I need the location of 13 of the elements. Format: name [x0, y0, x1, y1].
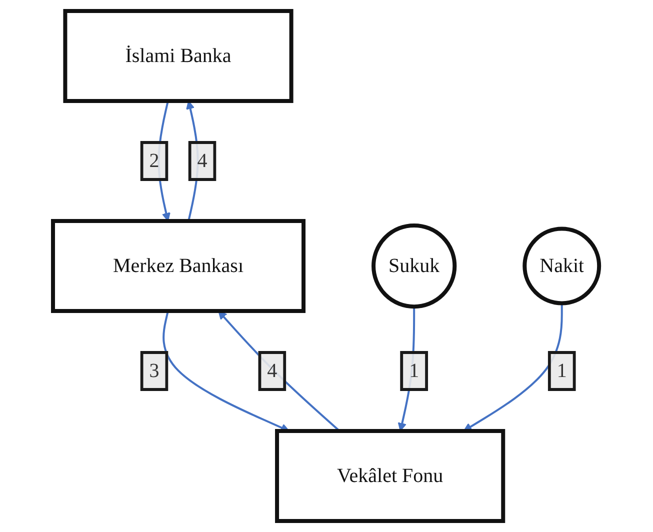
edge-label: 1 — [410, 360, 420, 382]
node-circle: Nakit — [523, 226, 602, 306]
edge-label: 4 — [198, 150, 208, 172]
edge-label: 1 — [557, 360, 568, 382]
node-box: Merkez Bankası — [51, 219, 306, 313]
node-box: Vekâlet Fonu — [275, 429, 506, 523]
edge-label: 3 — [150, 360, 160, 382]
node-circle: Sukuk — [372, 223, 458, 309]
edge-label: 2 — [150, 150, 160, 172]
node-box: İslami Banka — [64, 9, 294, 103]
arrow — [464, 303, 564, 432]
arrow — [163, 310, 290, 432]
edge-label: 4 — [268, 360, 278, 382]
